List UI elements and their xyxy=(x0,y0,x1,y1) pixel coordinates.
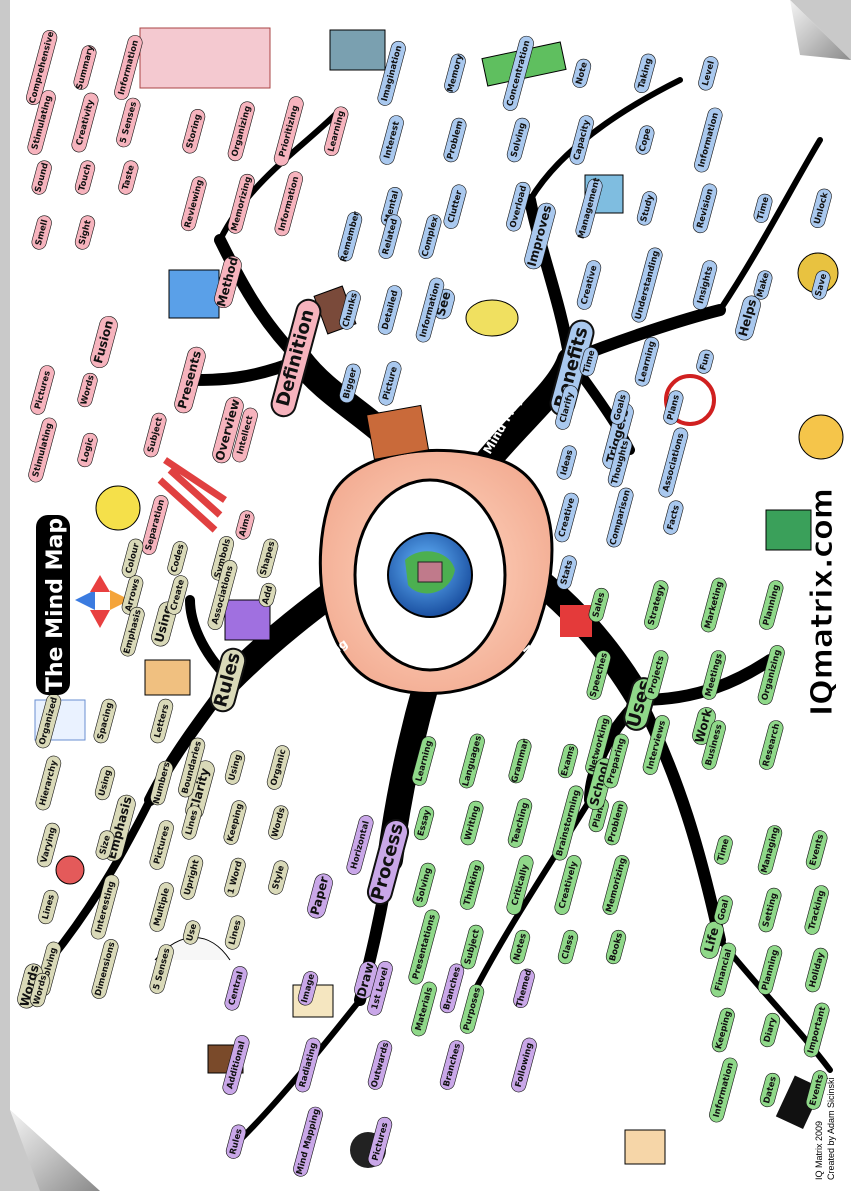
calendar-image xyxy=(625,1130,665,1164)
credit-line-2: Created by Adam Sicinski xyxy=(826,1077,836,1180)
clock-image xyxy=(799,415,843,459)
sale-tag-image xyxy=(560,605,592,637)
site-text: IQmatrix.com xyxy=(805,488,840,716)
central-eye-image xyxy=(320,450,552,693)
stacking-toy-image xyxy=(56,856,84,884)
site-logo: IQmatrix.com xyxy=(805,488,840,716)
credit-line-1: IQ Matrix 2009 xyxy=(814,1121,824,1180)
cube-puzzle-image xyxy=(169,270,219,318)
poster-title: The Mind Map xyxy=(36,515,70,695)
hands-information-image xyxy=(140,28,270,88)
thinking-face-image xyxy=(96,486,140,530)
framed-picture-image xyxy=(367,405,429,459)
title-text: The Mind Map xyxy=(43,518,68,692)
tablets-image xyxy=(145,660,190,695)
overloaded-desk-image xyxy=(330,30,385,70)
eye-magnifier-image xyxy=(466,300,518,336)
